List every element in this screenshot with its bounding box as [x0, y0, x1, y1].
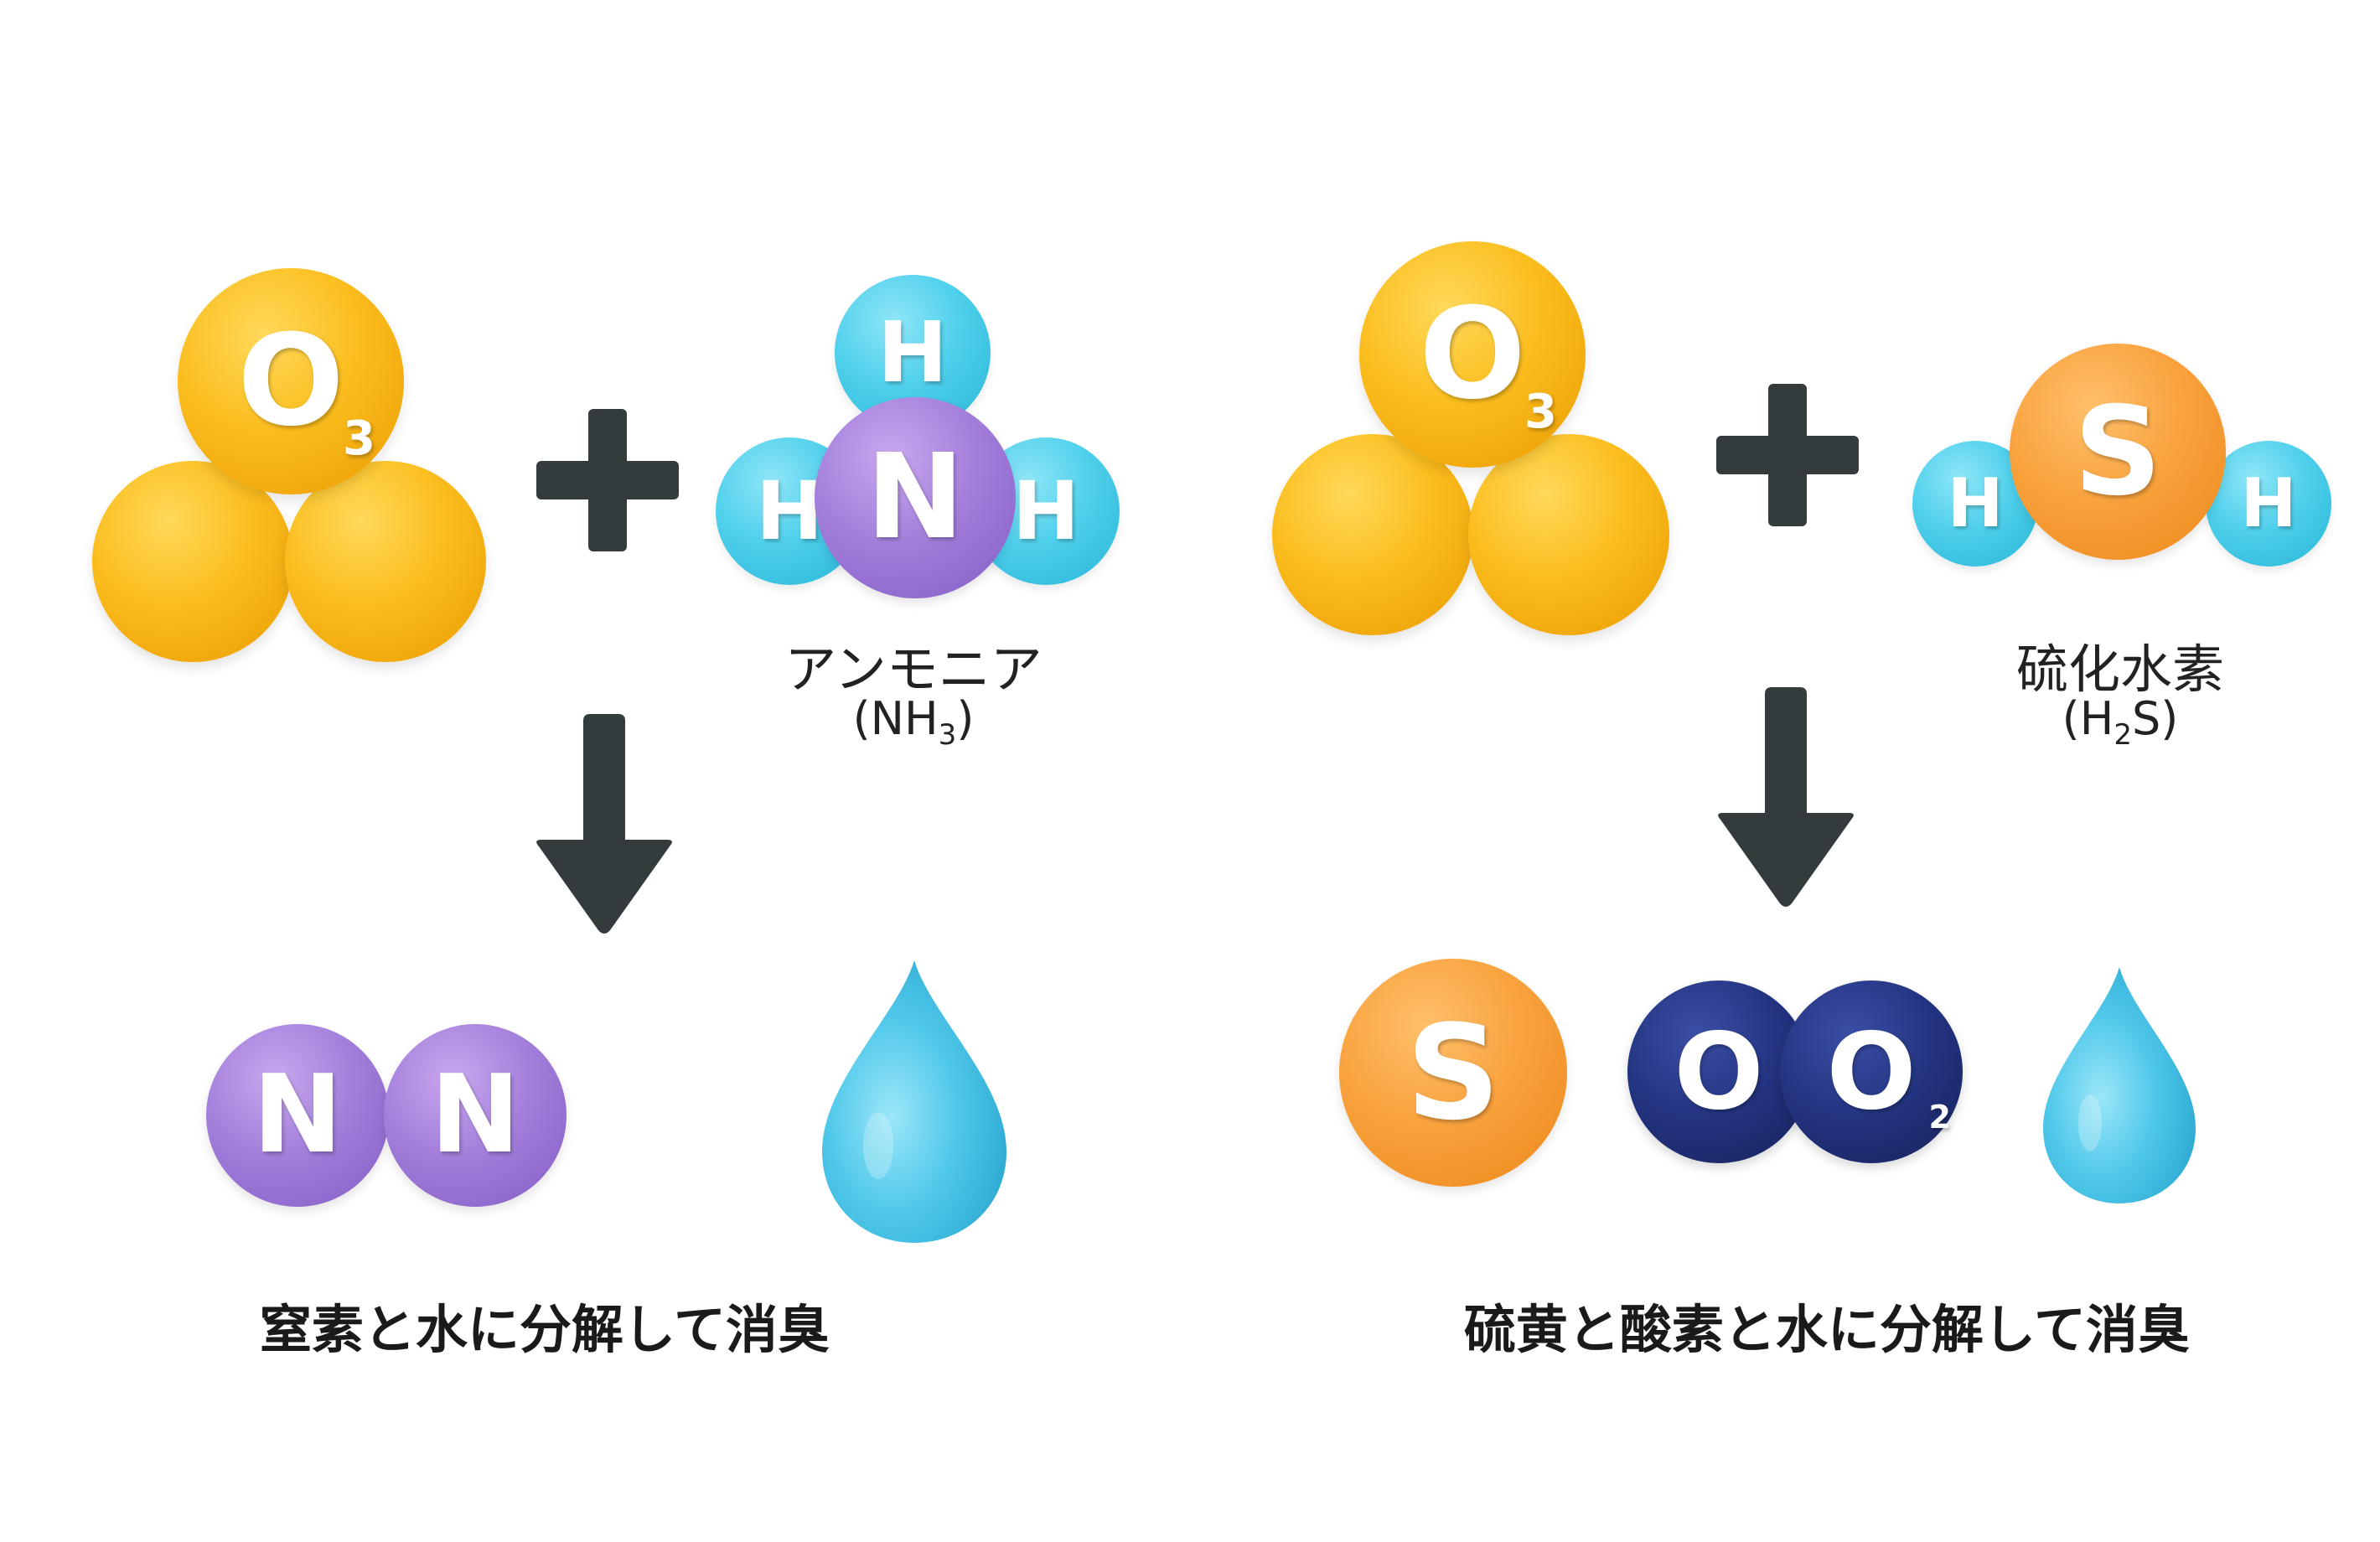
hydrogen-atom: H [835, 275, 991, 431]
arrow-down-icon [1718, 687, 1854, 907]
water-drop-icon [2043, 967, 2196, 1203]
nitrogen-atom: N [384, 1024, 567, 1207]
hydrogen-sulfide-formula: (H2S) [2062, 692, 2179, 752]
oxygen-atom [1272, 434, 1473, 635]
oxygen-atom [92, 461, 293, 662]
left-caption: 窒素と水に分解して消臭 [259, 1299, 830, 1360]
hydrogen-sulfide-name: 硫化水素 [2015, 639, 2224, 700]
ammonia-name: アンモニア [784, 639, 1043, 700]
plus-icon [536, 409, 679, 551]
ozone-symbol: O [1419, 282, 1526, 427]
ozone-subscript: 3 [1524, 385, 1557, 439]
nitrogen-atom: N [815, 397, 1016, 598]
oxygen-atom-dark: O 2 [1780, 981, 1963, 1163]
nitrogen-atom: N [206, 1024, 389, 1207]
ozone-subscript: 3 [343, 411, 375, 466]
oxygen-atom [285, 461, 486, 662]
ammonia-formula: (NH3) [852, 692, 975, 752]
oxygen-atom-dark: O [1627, 981, 1810, 1163]
right-caption: 硫黄と酸素と水に分解して消臭 [1463, 1299, 2191, 1360]
oxygen-subscript: 2 [1928, 1099, 1951, 1136]
water-drop-icon [822, 960, 1006, 1243]
plus-icon [1716, 384, 1859, 526]
oxygen-atom [1468, 434, 1669, 635]
sulfur-atom: S [2010, 344, 2226, 560]
sulfur-atom-product: S [1339, 959, 1567, 1187]
oxygen-atom-labeled: O 3 [178, 268, 404, 494]
arrow-down-icon [536, 714, 672, 934]
hydrogen-atom: H [2206, 441, 2331, 567]
ozone-symbol: O [237, 308, 344, 454]
oxygen-atom-labeled: O 3 [1359, 241, 1586, 468]
